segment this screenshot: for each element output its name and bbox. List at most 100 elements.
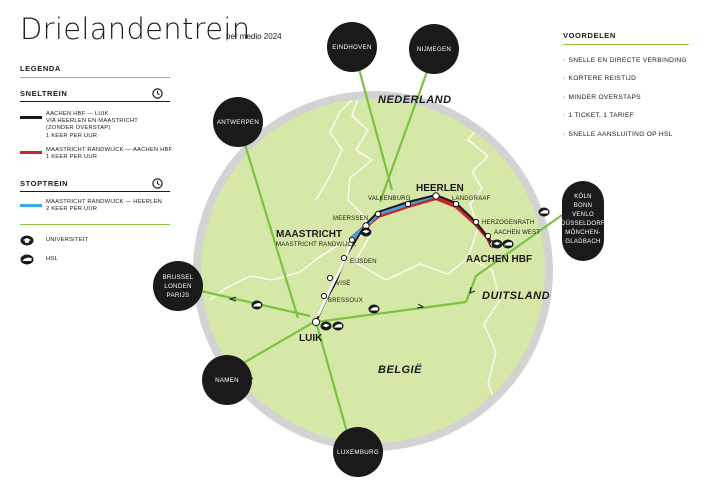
label-meerssen: MEERSSEN <box>333 216 368 222</box>
advantage-item: ›MINDER OVERSTAPS <box>563 94 641 101</box>
legend-text-line: MAASTRICHT RANDWIJCK — AACHEN HBF <box>46 147 173 153</box>
label-eindhoven: EINDHOVEN <box>332 44 372 51</box>
legend-universiteit: UNIVERSITEIT <box>46 237 89 243</box>
map-area <box>201 99 545 443</box>
label-dusseldorf: DÜSSELDORF <box>561 220 605 227</box>
station-herzogenrath <box>472 218 480 226</box>
advantage-item: ›KORTERE REISTIJD <box>563 75 637 82</box>
university-icon <box>20 235 34 246</box>
legend-text-line: MAASTRICHT RANDWIJCK — HEERLEN <box>46 199 163 205</box>
legend-line-red <box>20 151 42 154</box>
label-landgraaf: LANDGRAAF <box>452 196 491 202</box>
hsl-train-icon <box>538 207 550 217</box>
label-nijmegen: NIJMEGEN <box>417 46 451 53</box>
advantage-text: 1 TICKET, 1 TARIEF <box>568 112 634 119</box>
station-aachen-west <box>484 232 492 240</box>
hsl-train-icon <box>332 321 344 331</box>
label-herzogenrath: HERZOGENRATH <box>482 220 534 226</box>
label-parijs: PARIJS <box>166 292 189 299</box>
legend-line-blue <box>20 204 42 207</box>
label-gladbach: GLADBACH <box>565 239 600 245</box>
destination-nijmegen: NIJMEGEN <box>409 24 459 74</box>
station-landgraaf <box>452 200 460 208</box>
legend-text-line: AACHEN HBF — LUIK <box>46 111 109 117</box>
hsl-train-icon <box>251 300 263 310</box>
label-vise: VISÉ <box>336 280 350 287</box>
destination-antwerpen: ANTWERPEN <box>213 97 263 147</box>
station-valkenburg <box>404 200 412 208</box>
legend-entry-aachen-luik: AACHEN HBF — LUIK VIA HEERLEN EN MAASTRI… <box>46 111 138 140</box>
legend-entry-randwijck-heerlen: MAASTRICHT RANDWIJCK — HEERLEN 2 KEER PE… <box>46 199 162 213</box>
stoptrein-heading: STOPTREIN <box>20 179 69 188</box>
station-eijsden <box>340 254 348 262</box>
legend-heading: LEGENDA <box>20 64 61 73</box>
label-monchen: MÖNCHEN- <box>565 229 600 236</box>
arrow-left-icon <box>228 296 237 302</box>
label-aachen-west: AACHEN WEST <box>494 230 540 236</box>
label-bonn: BONN <box>574 203 593 209</box>
hsl-train-icon <box>20 254 34 265</box>
station-meerssen <box>374 210 382 218</box>
country-nederland: NEDERLAND <box>378 94 452 106</box>
station-bressoux <box>320 292 328 300</box>
label-valkenburg: VALKENBURG <box>368 196 411 202</box>
legend-entry-randwijck-aachen: MAASTRICHT RANDWIJCK — AACHEN HBF 1 KEER… <box>46 147 172 161</box>
arrow-right-icon <box>416 303 425 309</box>
station-dots <box>311 192 497 327</box>
legend-hsl: HSL <box>46 256 58 262</box>
legend-text-line: VIA HEERLEN EN MAASTRICHT <box>46 118 138 125</box>
station-heerlen <box>432 192 440 200</box>
map-icons <box>228 207 550 385</box>
label-koln: KÖLN <box>574 193 592 200</box>
clock-icon <box>152 178 163 189</box>
page-title: Drielandentrein <box>20 12 251 46</box>
label-venlo: VENLO <box>572 212 594 218</box>
label-heerlen: HEERLEN <box>416 183 464 194</box>
advantage-text: KORTERE REISTIJD <box>568 75 637 82</box>
label-luxemburg: LUXEMBURG <box>337 449 379 456</box>
station-vise <box>326 274 334 282</box>
advantages-heading: VOORDELEN <box>563 31 616 40</box>
advantage-item: ›SNELLE EN DIRECTE VERBINDING <box>563 57 687 64</box>
label-brussel: BRUSSEL <box>163 274 194 281</box>
university-icon <box>320 321 332 331</box>
university-icon <box>360 227 372 237</box>
page-subtitle: per medio 2024 <box>226 32 282 41</box>
university-icon <box>491 239 503 249</box>
legend-text-line: 1 KEER PER UUR <box>46 132 98 139</box>
label-luik: LUIK <box>299 333 323 344</box>
label-bressoux: BRESSOUX <box>328 298 363 304</box>
destination-eindhoven: EINDHOVEN <box>327 22 377 72</box>
label-randwijck: MAASTRICHT RANDWIJCK <box>276 242 356 248</box>
advantage-item: ›SNELLE AANSLUITING OP HSL <box>563 131 673 138</box>
green-routes <box>187 57 573 451</box>
advantage-text: SNELLE AANSLUITING OP HSL <box>568 131 673 138</box>
advantage-text: SNELLE EN DIRECTE VERBINDING <box>568 57 687 64</box>
country-duitsland: DUITSLAND <box>482 290 550 302</box>
advantages-divider <box>563 44 689 45</box>
legend-text-line: 2 KEER PER UUR <box>46 206 98 213</box>
label-londen: LONDEN <box>164 283 192 290</box>
sneltrein-divider <box>20 101 170 102</box>
arrow-down-icon <box>469 286 476 294</box>
legend-divider <box>20 77 170 78</box>
advantage-item: ›1 TICKET, 1 TARIEF <box>563 112 634 119</box>
legend-line-black <box>20 116 42 119</box>
station-randwijck <box>348 236 356 244</box>
destination-namen: NAMEN <box>202 355 252 405</box>
label-aachen-hbf: AACHEN HBF <box>466 254 532 265</box>
station-luik <box>311 317 321 327</box>
hsl-train-icon <box>502 239 514 249</box>
advantage-text: MINDER OVERSTAPS <box>568 94 641 101</box>
legend-bottom-divider <box>20 224 170 225</box>
destination-brussel: BRUSSEL LONDEN PARIJS <box>153 261 203 311</box>
hsl-train-icon <box>368 304 380 314</box>
label-antwerpen: ANTWERPEN <box>217 119 259 126</box>
clock-icon <box>152 88 163 99</box>
label-maastricht: MAASTRICHT <box>276 229 342 240</box>
stoptrein-divider <box>20 191 170 192</box>
country-belgie: BELGIË <box>378 363 422 376</box>
legend-text-line: (ZONDER OVERSTAP) <box>46 125 111 132</box>
sneltrein-heading: SNELTREIN <box>20 89 68 98</box>
